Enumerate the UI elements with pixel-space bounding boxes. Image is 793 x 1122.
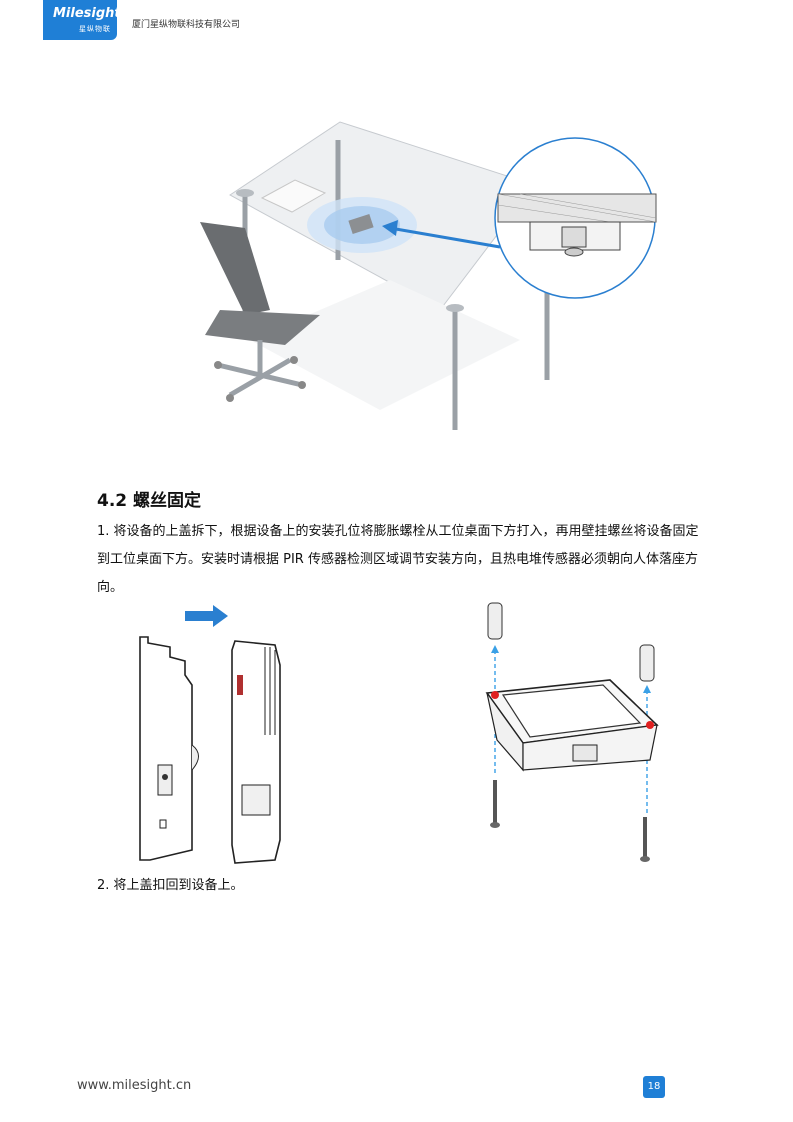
logo-name: Milesight (53, 6, 121, 21)
page-number: 18 (643, 1076, 665, 1098)
desk-install-illustration (200, 121, 657, 430)
section-title: 4.2 螺丝固定 (97, 491, 202, 511)
screw-mounting-illustration (485, 602, 659, 862)
footer-website: www.milesight.cn (77, 1078, 192, 1093)
step-1-text: 1. 将设备的上盖拆下，根据设备上的安装孔位将膨胀螺栓从工位桌面下方打入，再用壁… (97, 524, 699, 595)
logo-subtitle: 星纵物联 (79, 25, 111, 33)
step-2-text: 2. 将上盖扣回到设备上。 (97, 878, 244, 893)
cover-removal-illustration (139, 605, 281, 864)
brand-logo: Milesight 星纵物联 (43, 0, 121, 40)
company-name: 厦门星纵物联科技有限公司 (132, 20, 241, 30)
